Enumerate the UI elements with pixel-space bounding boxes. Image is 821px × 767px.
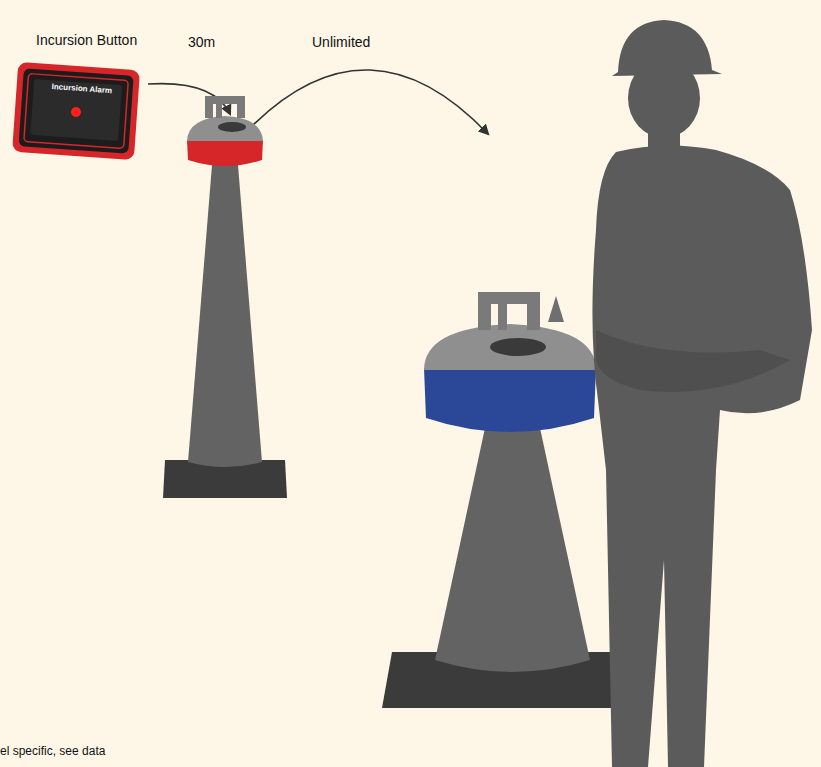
- incursion-button-device: [12, 62, 140, 160]
- range-label: Unlimited: [312, 34, 370, 50]
- worker-silhouette: [592, 20, 812, 767]
- incursion-button-node: Incursion ButtonIncursion Alarm: [10, 30, 150, 160]
- small-beacon-cone: [163, 96, 287, 498]
- range-label: 30m: [188, 34, 215, 50]
- range-arrow: [252, 70, 488, 134]
- footnote-text: el specific, see data: [0, 744, 105, 758]
- node-heading: Incursion Button: [36, 32, 137, 48]
- device-label: Incursion Alarm: [51, 82, 112, 95]
